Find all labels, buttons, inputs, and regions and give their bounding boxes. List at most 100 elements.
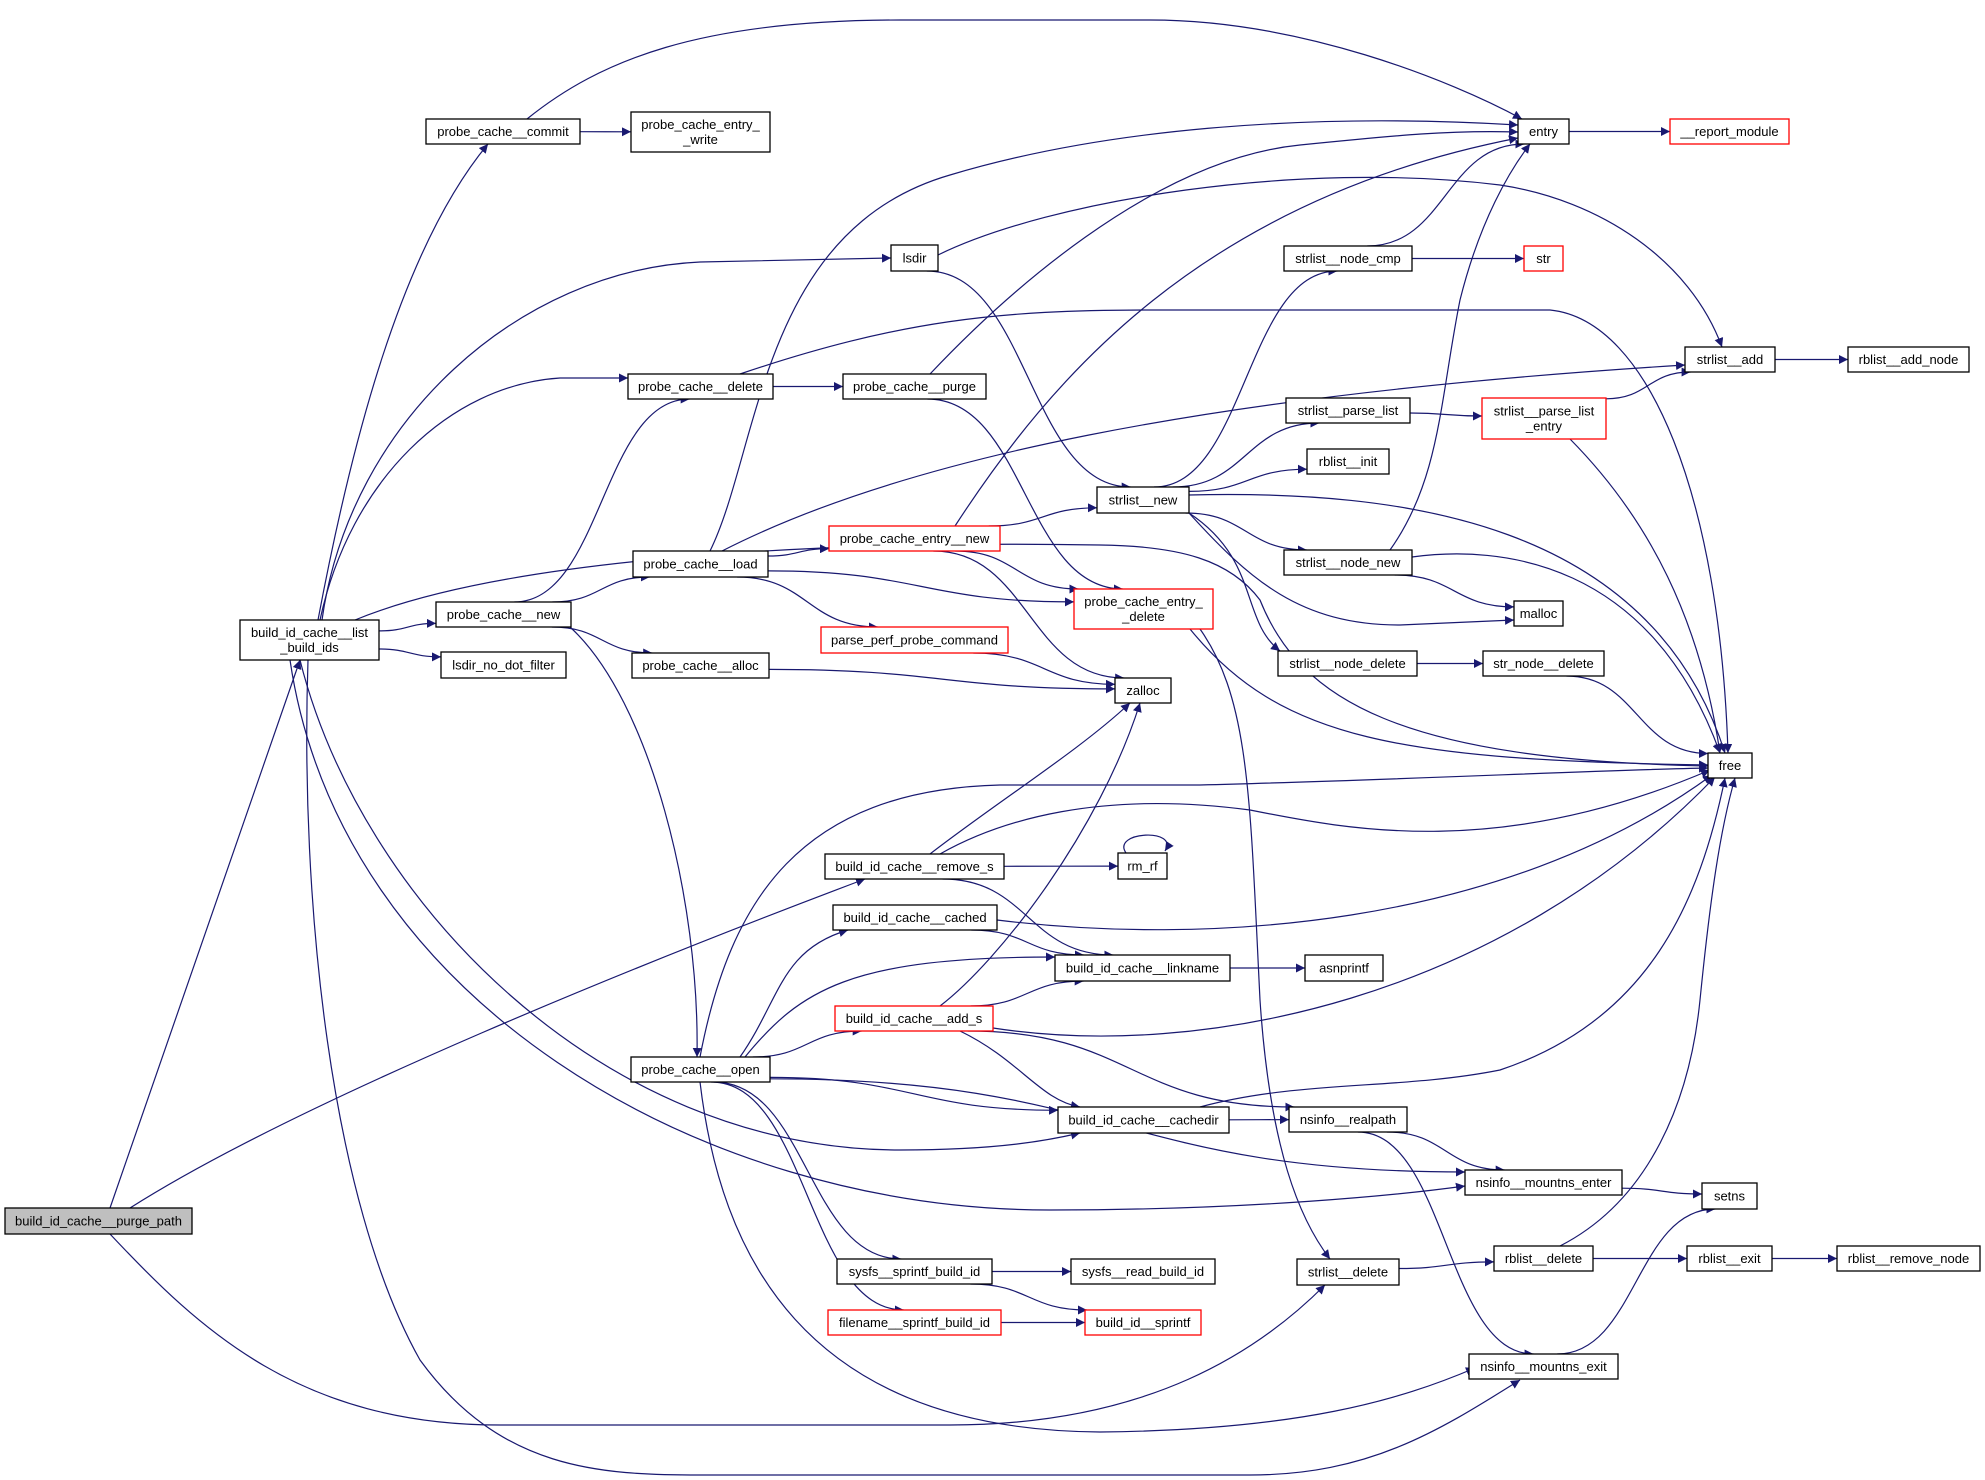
node-strlist-delete[interactable]: strlist__delete xyxy=(1296,1258,1400,1286)
edge-add_s-to-linkname xyxy=(970,976,1084,1007)
node-box xyxy=(890,244,939,272)
edge-list_build_ids-to-mnt_exit xyxy=(306,659,1521,1476)
node-box xyxy=(1117,852,1168,880)
node-list-build-ids[interactable]: build_id_cache__list_build_ids xyxy=(239,619,380,661)
node-label: asnprintf xyxy=(1319,961,1369,976)
edge-list_build_ids-to-pc_new xyxy=(378,618,437,632)
node-box xyxy=(842,373,987,400)
node-zalloc[interactable]: zalloc xyxy=(1114,677,1172,704)
node-mnt-enter[interactable]: nsinfo__mountns_enter xyxy=(1464,1169,1623,1196)
node-label: build_id__sprintf xyxy=(1096,1315,1191,1330)
node-entry[interactable]: entry xyxy=(1517,118,1570,145)
edge-purge_path-to-remove_s xyxy=(129,877,866,1209)
node-label: build_id_cache__purge_path xyxy=(15,1214,182,1229)
edge-add_s-to-free xyxy=(992,776,1716,1037)
node-box xyxy=(1836,1245,1981,1272)
node-parse-list[interactable]: strlist__parse_list xyxy=(1285,397,1411,424)
node-parse-list-entry[interactable]: strlist__parse_list_entry xyxy=(1481,397,1607,440)
node-lsdir-no-dot[interactable]: lsdir_no_dot_filter xyxy=(440,651,567,679)
node-commit[interactable]: probe_cache__commit xyxy=(425,118,581,145)
edge-list_build_ids-to-mnt_enter xyxy=(289,659,1466,1211)
node-linkname[interactable]: build_id_cache__linkname xyxy=(1054,954,1231,982)
node-remove-s[interactable]: build_id_cache__remove_s xyxy=(824,853,1005,880)
node-label: rblist__exit xyxy=(1698,1251,1761,1266)
node-pc-new[interactable]: probe_cache__new xyxy=(435,601,572,628)
edge-pc_alloc-to-zalloc xyxy=(768,668,1116,694)
node-str[interactable]: str xyxy=(1523,245,1564,272)
node-box xyxy=(1517,118,1570,145)
edge-pc_open-to-cached xyxy=(739,928,849,1058)
edge-parse_list_entry-to-strlist_add xyxy=(1605,367,1691,400)
node-sysfs-sprintf[interactable]: sysfs__sprintf_build_id xyxy=(836,1258,993,1285)
node-pc-delete[interactable]: probe_cache__delete xyxy=(627,373,774,400)
edge-pce_new-to-pce_delete xyxy=(955,550,1079,594)
node-pce-new[interactable]: probe_cache_entry__new xyxy=(828,525,1001,552)
node-cached[interactable]: build_id_cache__cached xyxy=(832,904,998,931)
node-box xyxy=(1464,1169,1623,1196)
node-purge-path[interactable]: build_id_cache__purge_path xyxy=(4,1207,193,1235)
edge-purge_path-to-list_build_ids xyxy=(109,659,302,1209)
node-sysfs-read[interactable]: sysfs__read_build_id xyxy=(1070,1258,1216,1285)
node-box xyxy=(1686,1245,1773,1272)
node-malloc[interactable]: malloc xyxy=(1513,600,1564,627)
edge-remove_s-to-zalloc xyxy=(929,702,1131,855)
node-strlist-new[interactable]: strlist__new xyxy=(1096,486,1190,514)
node-label: _write xyxy=(682,132,718,147)
node-pc-purge[interactable]: probe_cache__purge xyxy=(842,373,987,400)
node-label: build_id_cache__cached xyxy=(843,910,986,925)
node-pce-delete[interactable]: probe_cache_entry__delete xyxy=(1073,588,1214,630)
node-box xyxy=(1482,650,1605,677)
node-label: lsdir_no_dot_filter xyxy=(452,658,555,673)
node-box xyxy=(239,619,380,661)
node-box xyxy=(1070,1258,1216,1285)
edge-add_s-to-cachedir xyxy=(959,1030,1081,1110)
node-node-new[interactable]: strlist__node_new xyxy=(1283,549,1413,576)
edge-strlist_new-to-malloc xyxy=(1188,512,1515,626)
node-box xyxy=(1304,954,1384,982)
node-label: _entry xyxy=(1525,419,1563,434)
node-rb-add-node[interactable]: rblist__add_node xyxy=(1847,346,1970,373)
node-box xyxy=(1283,245,1413,272)
node-strlist-add[interactable]: strlist__add xyxy=(1684,346,1776,373)
node-free[interactable]: free xyxy=(1707,752,1753,779)
node-rb-init[interactable]: rblist__init xyxy=(1306,448,1390,475)
edge-list_build_ids-to-lsdir xyxy=(321,253,892,621)
node-lsdir[interactable]: lsdir xyxy=(890,244,939,272)
node-asnprintf[interactable]: asnprintf xyxy=(1304,954,1384,982)
node-label: strlist__parse_list xyxy=(1298,403,1399,418)
node-box xyxy=(1283,549,1413,576)
node-rm-rf[interactable]: rm_rf xyxy=(1117,852,1168,880)
edge-strlist_new-to-rb_init xyxy=(1188,464,1308,492)
node-report-module[interactable]: __report_module xyxy=(1669,118,1790,145)
node-rb-exit[interactable]: rblist__exit xyxy=(1686,1245,1773,1272)
edge-realpath-to-mnt_enter xyxy=(1386,1131,1505,1175)
edge-pce_delete-to-strlist_delete xyxy=(1199,628,1331,1260)
node-bid-sprintf[interactable]: build_id__sprintf xyxy=(1084,1309,1202,1336)
node-mnt-exit[interactable]: nsinfo__mountns_exit xyxy=(1468,1353,1619,1380)
node-parse-perf[interactable]: parse_perf_probe_command xyxy=(820,626,1009,654)
node-label: probe_cache__alloc xyxy=(642,658,759,673)
node-cachedir[interactable]: build_id_cache__cachedir xyxy=(1057,1106,1230,1134)
node-rb-remove-node[interactable]: rblist__remove_node xyxy=(1836,1245,1981,1272)
edge-node_new-to-free xyxy=(1411,553,1722,754)
node-pc-open[interactable]: probe_cache__open xyxy=(630,1056,771,1083)
node-add-s[interactable]: build_id_cache__add_s xyxy=(834,1005,994,1032)
edge-cached-to-free xyxy=(996,774,1713,931)
edge-pc_purge-to-pce_delete xyxy=(927,398,1123,594)
node-fn-sprintf[interactable]: filename__sprintf_build_id xyxy=(827,1309,1002,1336)
node-pc-alloc[interactable]: probe_cache__alloc xyxy=(631,652,770,679)
node-setns[interactable]: setns xyxy=(1701,1182,1758,1210)
node-label: strlist__add xyxy=(1697,352,1763,367)
node-box xyxy=(630,111,771,153)
edge-pc_open-to-free xyxy=(699,763,1709,1058)
node-node-delete[interactable]: strlist__node_delete xyxy=(1277,650,1418,677)
node-entry-write[interactable]: probe_cache_entry__write xyxy=(630,111,771,153)
node-str-node-delete[interactable]: str_node__delete xyxy=(1482,650,1605,677)
edges-layer xyxy=(109,19,1848,1476)
node-realpath[interactable]: nsinfo__realpath xyxy=(1288,1106,1408,1133)
node-pc-load[interactable]: probe_cache__load xyxy=(632,550,769,578)
node-node-cmp[interactable]: strlist__node_cmp xyxy=(1283,245,1413,272)
node-label: nsinfo__mountns_exit xyxy=(1480,1359,1607,1374)
node-rb-delete[interactable]: rblist__delete xyxy=(1493,1245,1594,1272)
node-label: entry xyxy=(1529,124,1558,139)
